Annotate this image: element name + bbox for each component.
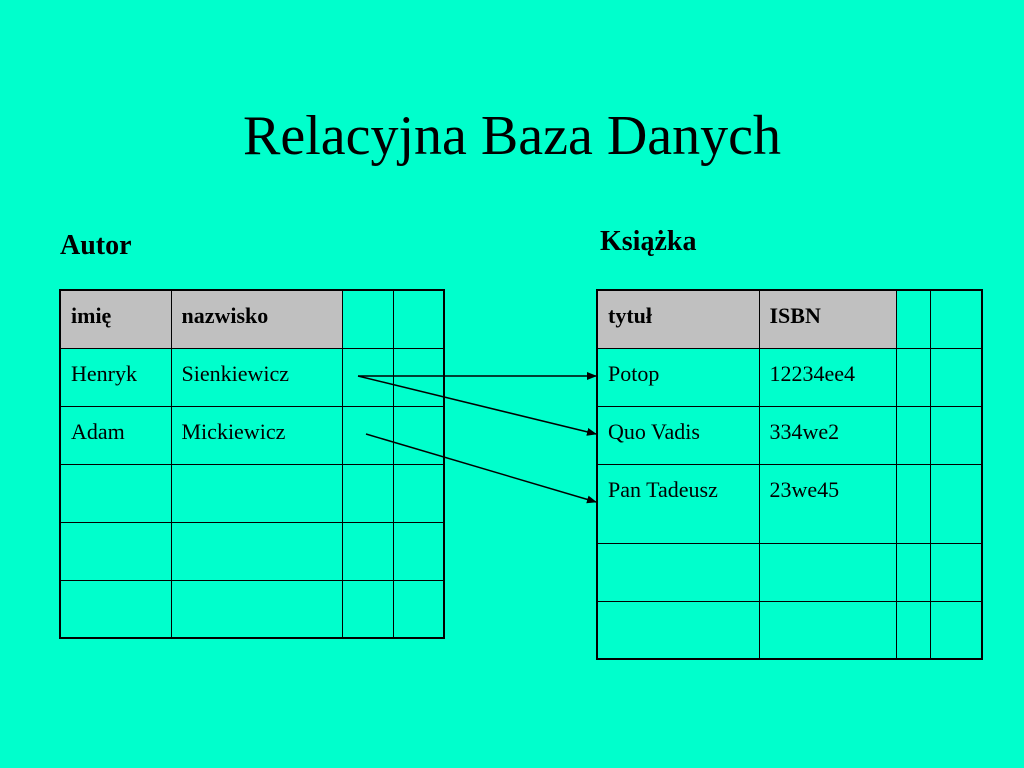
ksiazka-cell (929, 600, 983, 660)
ksiazka-header-cell-isbn: ISBN (758, 289, 897, 349)
ksiazka-header-cell-empty (895, 289, 931, 349)
autor-cell (341, 579, 394, 639)
ksiazka-cell (929, 347, 983, 407)
ksiazka-header-row: tytuł ISBN (596, 289, 983, 349)
ksiazka-cell: Quo Vadis (596, 405, 760, 465)
autor-table: imię nazwisko Henryk Sienkiewicz Adam Mi… (59, 289, 445, 639)
autor-table-row (59, 521, 445, 581)
autor-table-caption: Autor (60, 230, 132, 261)
autor-cell: Henryk (59, 347, 172, 407)
ksiazka-cell (895, 347, 931, 407)
ksiazka-cell (758, 600, 897, 660)
ksiazka-cell (895, 542, 931, 602)
ksiazka-table-row: Quo Vadis 334we2 (596, 405, 983, 465)
autor-table-row: Henryk Sienkiewicz (59, 347, 445, 407)
autor-header-cell-empty (392, 289, 445, 349)
autor-cell: Sienkiewicz (170, 347, 343, 407)
autor-cell (392, 521, 445, 581)
ksiazka-table-row (596, 542, 983, 602)
ksiazka-table-caption: Książka (600, 226, 697, 257)
autor-cell: Mickiewicz (170, 405, 343, 465)
autor-cell: Adam (59, 405, 172, 465)
autor-header-cell-imie: imię (59, 289, 172, 349)
ksiazka-header-cell-empty (929, 289, 983, 349)
ksiazka-cell: 334we2 (758, 405, 897, 465)
ksiazka-cell: Pan Tadeusz (596, 463, 760, 544)
ksiazka-cell (929, 405, 983, 465)
ksiazka-header-cell-tytul: tytuł (596, 289, 760, 349)
ksiazka-cell (895, 600, 931, 660)
autor-table-row (59, 579, 445, 639)
autor-cell (170, 463, 343, 523)
autor-cell (341, 463, 394, 523)
autor-table-row: Adam Mickiewicz (59, 405, 445, 465)
ksiazka-cell (596, 542, 760, 602)
ksiazka-table-row: Pan Tadeusz 23we45 (596, 463, 983, 544)
autor-cell (392, 405, 445, 465)
autor-cell (392, 347, 445, 407)
ksiazka-cell: 12234ee4 (758, 347, 897, 407)
autor-table-row (59, 463, 445, 523)
ksiazka-cell (895, 463, 931, 544)
autor-cell (341, 347, 394, 407)
autor-header-cell-empty (341, 289, 394, 349)
ksiazka-cell (929, 542, 983, 602)
ksiazka-cell (596, 600, 760, 660)
slide-title: Relacyjna Baza Danych (243, 105, 781, 167)
autor-cell (392, 579, 445, 639)
ksiazka-cell: Potop (596, 347, 760, 407)
ksiazka-cell (758, 542, 897, 602)
ksiazka-cell (929, 463, 983, 544)
autor-cell (392, 463, 445, 523)
autor-cell (170, 579, 343, 639)
autor-header-cell-nazwisko: nazwisko (170, 289, 343, 349)
autor-cell (341, 521, 394, 581)
ksiazka-table: tytuł ISBN Potop 12234ee4 Quo Vadis 334w… (596, 289, 983, 660)
ksiazka-table-row (596, 600, 983, 660)
autor-header-row: imię nazwisko (59, 289, 445, 349)
ksiazka-cell: 23we45 (758, 463, 897, 544)
ksiazka-table-row: Potop 12234ee4 (596, 347, 983, 407)
ksiazka-cell (895, 405, 931, 465)
autor-cell (170, 521, 343, 581)
autor-cell (59, 521, 172, 581)
autor-cell (341, 405, 394, 465)
autor-cell (59, 579, 172, 639)
autor-cell (59, 463, 172, 523)
